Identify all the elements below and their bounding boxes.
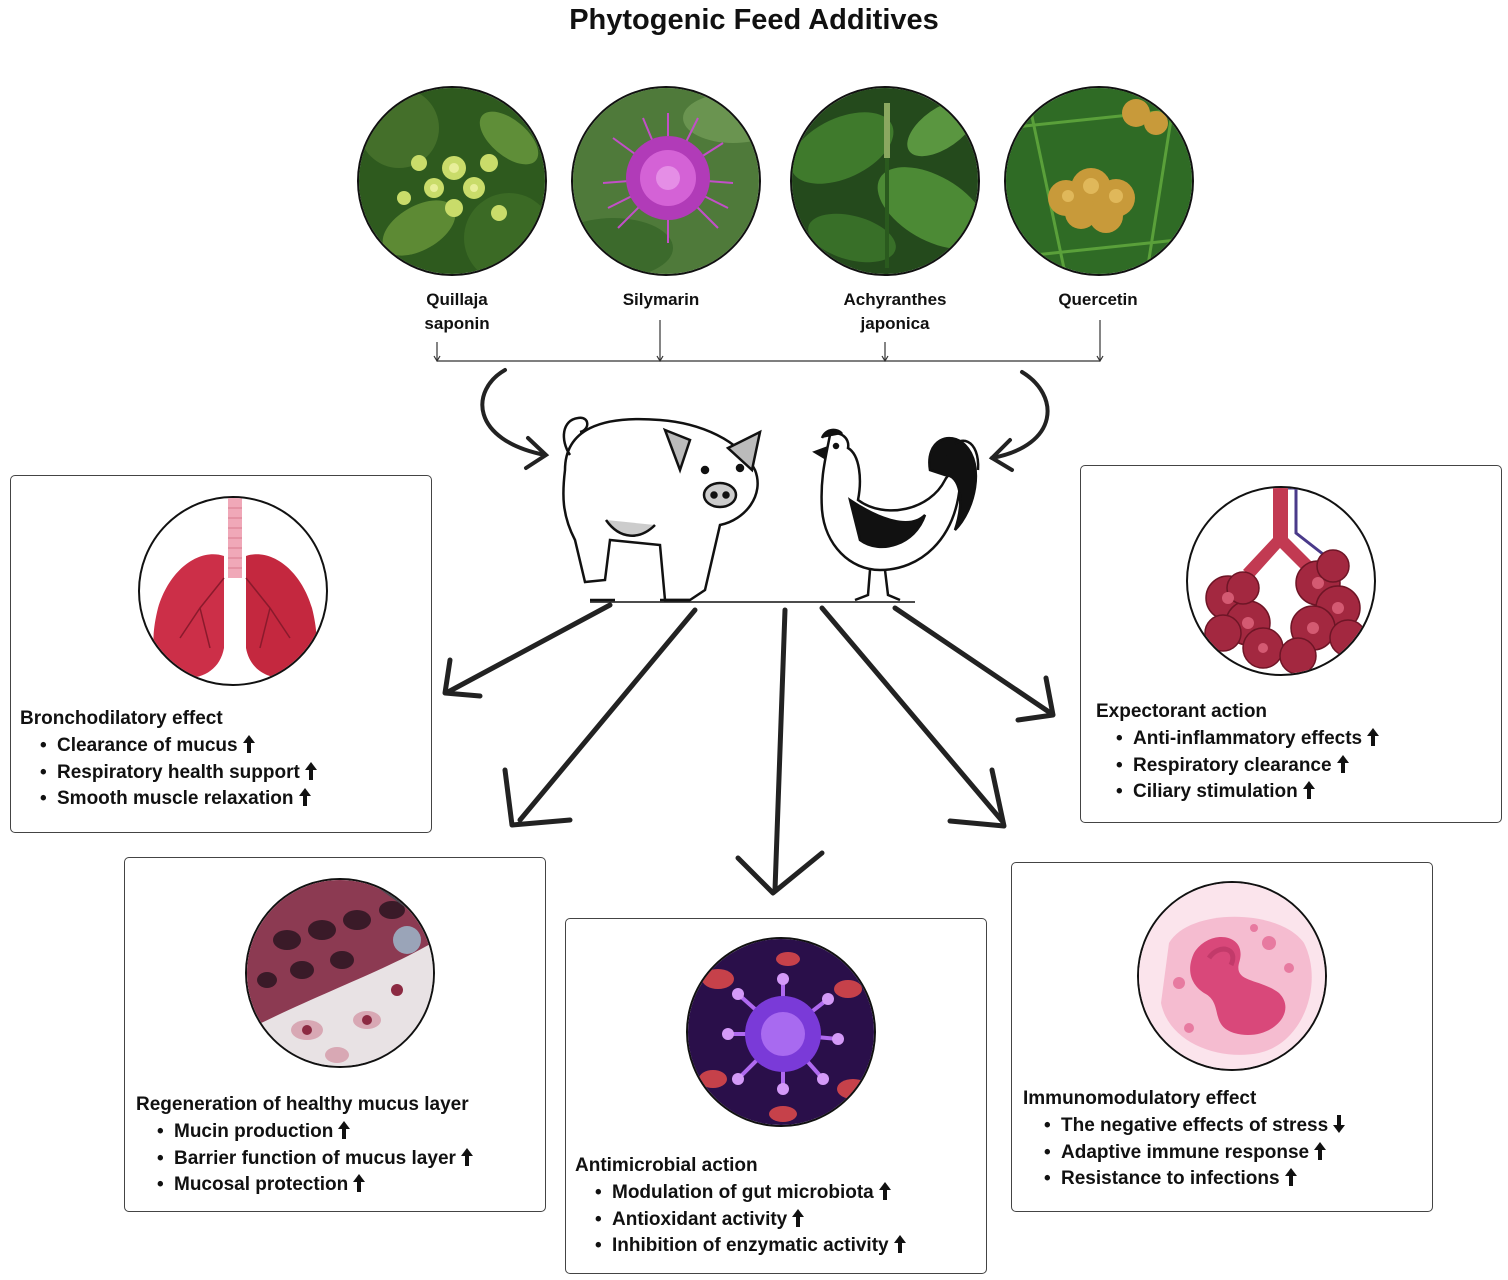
list-item: Ciliary stimulation	[1114, 779, 1379, 806]
list-item: Barrier function of mucus layer	[155, 1146, 473, 1173]
list-item: Anti-inflammatory effects	[1114, 726, 1379, 753]
list-item: Adaptive immune response	[1042, 1140, 1345, 1167]
diagram-title: Phytogenic Feed Additives	[569, 4, 939, 36]
list-item: Inhibition of enzymatic activity	[593, 1233, 906, 1260]
quercetin-image	[1004, 86, 1194, 276]
immunomodulatory-effect-list: The negative effects of stress Adaptive …	[1042, 1113, 1345, 1193]
list-item: Modulation of gut microbiota	[593, 1180, 906, 1207]
list-item: Smooth muscle relaxation	[38, 786, 317, 813]
list-item: Respiratory clearance	[1114, 753, 1379, 780]
list-item: Mucosal protection	[155, 1172, 473, 1199]
list-item: Clearance of mucus	[38, 733, 317, 760]
regeneration-mucus-layer-title: Regeneration of healthy mucus layer	[136, 1094, 469, 1115]
expectorant-action-title: Expectorant action	[1096, 701, 1268, 722]
quillaja-saponin-image	[357, 86, 547, 276]
expectorant-action-list: Anti-inflammatory effects Respiratory cl…	[1114, 726, 1379, 806]
mucus-tissue-image	[245, 878, 435, 1068]
antimicrobial-action-title: Antimicrobial action	[575, 1155, 758, 1176]
regeneration-mucus-layer-box: Regeneration of healthy mucus layer Muci…	[124, 857, 546, 1212]
silymarin-image	[571, 86, 761, 276]
effect-arrows	[442, 602, 1056, 896]
list-item: Mucin production	[155, 1119, 473, 1146]
list-item: Resistance to infections	[1042, 1166, 1345, 1193]
additive-connector	[433, 320, 1104, 363]
immunomodulatory-effect-box: Immunomodulatory effect The negative eff…	[1011, 862, 1433, 1212]
list-item: Antioxidant activity	[593, 1207, 906, 1234]
achyranthes-japonica-image	[790, 86, 980, 276]
list-item: The negative effects of stress	[1042, 1113, 1345, 1140]
bronchodilatory-effect-box: Bronchodilatory effect Clearance of mucu…	[10, 475, 432, 833]
bronchodilatory-effect-list: Clearance of mucus Respiratory health su…	[38, 733, 317, 813]
virus-image	[686, 937, 876, 1127]
curved-arrows	[480, 368, 1050, 472]
pig-icon	[562, 416, 762, 602]
rooster-icon	[812, 428, 980, 602]
immunomodulatory-effect-title: Immunomodulatory effect	[1023, 1088, 1257, 1109]
immune-cell-image	[1137, 881, 1327, 1071]
list-item: Respiratory health support	[38, 760, 317, 787]
bronchodilatory-effect-title: Bronchodilatory effect	[20, 708, 223, 729]
expectorant-action-box: Expectorant action Anti-inflammatory eff…	[1080, 465, 1502, 823]
additive-label-quercetin: Quercetin	[1058, 290, 1138, 309]
antimicrobial-action-list: Modulation of gut microbiota Antioxidant…	[593, 1180, 906, 1260]
antimicrobial-action-box: Antimicrobial action Modulation of gut m…	[565, 918, 987, 1274]
regeneration-mucus-layer-list: Mucin production Barrier function of muc…	[155, 1119, 473, 1199]
additive-label-silymarin: Silymarin	[622, 290, 700, 309]
lungs-image	[138, 496, 328, 686]
alveoli-image	[1186, 486, 1376, 676]
